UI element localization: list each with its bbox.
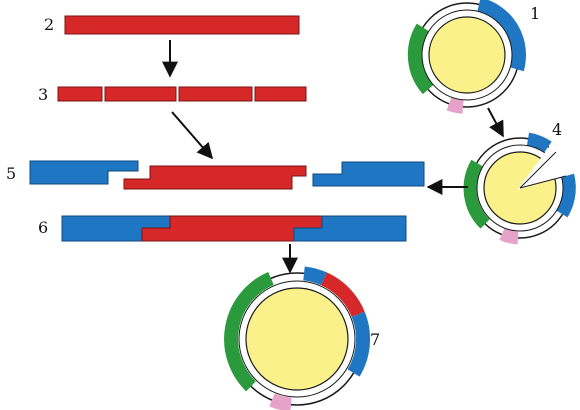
plasmid-green-region <box>224 271 274 392</box>
cut-plasmid <box>463 132 578 245</box>
plasmid-green-region <box>407 23 434 95</box>
dna-fragment <box>104 86 177 102</box>
cut-gap <box>517 140 578 190</box>
recombinant-plasmid <box>224 266 371 410</box>
plasmid-pink-region <box>269 393 292 410</box>
plasmid-pink-region <box>499 227 519 245</box>
plasmid-blue-region <box>347 311 371 377</box>
foreign-dna-fragments <box>57 86 307 102</box>
plasmid-green-region <box>463 159 490 229</box>
arrow-icon <box>487 107 504 138</box>
foreign-dna-strand <box>64 15 300 35</box>
sticky-end-pieces <box>29 160 425 190</box>
label-step-3: 3 <box>38 85 49 104</box>
label-step-6: 6 <box>38 218 49 237</box>
label-step-5: 5 <box>6 164 17 183</box>
plasmid-blue-region <box>477 0 526 72</box>
dna-fragment <box>57 86 103 102</box>
foreign-insert <box>123 165 307 190</box>
label-step-4: 4 <box>552 120 563 139</box>
plasmid-blue-region <box>526 132 552 153</box>
dna-fragment <box>178 86 253 102</box>
label-step-2: 2 <box>44 15 55 34</box>
label-step-1: 1 <box>530 4 541 23</box>
vector-end-left <box>29 160 139 185</box>
label-step-7: 7 <box>370 330 381 349</box>
recombinant-dna-strand <box>61 215 407 242</box>
plasmid-pink-region <box>446 97 464 114</box>
plasmid-blue-region <box>303 266 327 286</box>
plasmid-red-region <box>320 272 365 318</box>
arrow-icon <box>171 111 214 160</box>
vector-end-right <box>312 161 425 187</box>
vector-segment-right <box>293 215 407 242</box>
dna-fragment <box>254 86 307 102</box>
plasmid-ring-icon <box>407 0 526 114</box>
